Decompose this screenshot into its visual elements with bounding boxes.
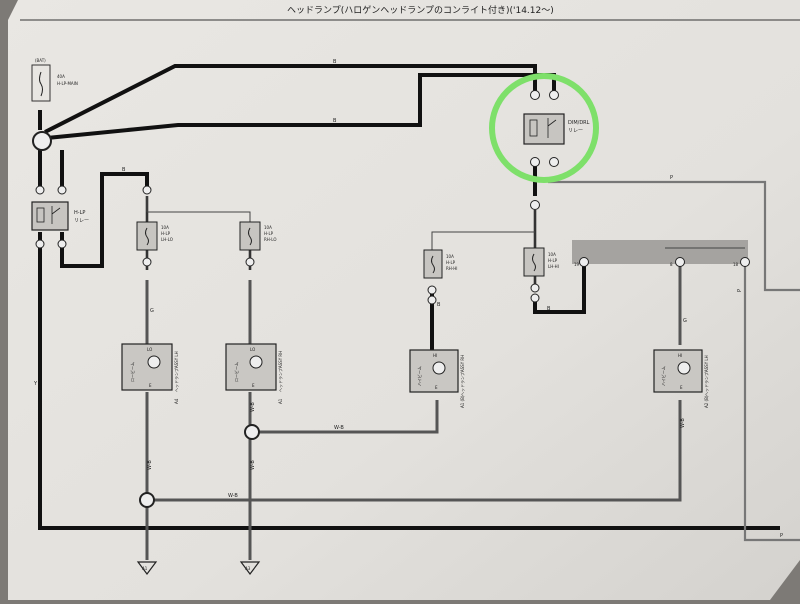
wire-label: W-B: [147, 460, 153, 470]
highlight-circle: [489, 73, 599, 183]
lamp-rh-lo-pin-top: LO: [250, 347, 255, 352]
fuse-rh-hi-rating: 10A: [446, 254, 454, 259]
lamp-lh-hi-pin-top: HI: [678, 353, 682, 358]
connector-shade: [572, 240, 748, 264]
connector-pin: [530, 200, 540, 210]
lamp-lh-hi-pin-bot: E: [680, 385, 683, 390]
fuse-lh-hi: 10A H-LP LH-HI: [523, 247, 559, 303]
dim-relay-name: DIM/DRL: [568, 120, 590, 126]
lamp-lh-hi-id: A2 (B): [704, 395, 709, 408]
wire-label: B: [333, 59, 337, 65]
main-fuse-rating: 40A: [57, 74, 65, 79]
wire-label: P: [670, 175, 673, 181]
lamp-lh-lo-beam: ロービーム: [129, 362, 135, 382]
connector-pin-18: 18: [733, 262, 739, 267]
lamp-rh-hi-name: ヘッドランプASSY RH: [459, 355, 465, 396]
wire-label: Y: [33, 381, 38, 387]
lamp-rh-lo-id: A1: [278, 398, 283, 404]
main-junction: [32, 131, 52, 151]
lamp-lh-lo-pin-top: LO: [147, 347, 152, 352]
connector-pin-19: 19: [574, 262, 580, 267]
wire-label: B: [122, 167, 126, 173]
wire-label: G: [683, 318, 687, 324]
wire-label: B: [437, 302, 441, 308]
lamp-lh-lo-id: A4: [174, 398, 179, 404]
hlp-relay-sub: リレー: [74, 218, 89, 224]
lamp-lh-hi-beam: ハイビーム: [660, 366, 666, 386]
wire-label: W-B: [680, 418, 686, 428]
main-fuse-name: H-LP-MAIN: [57, 81, 78, 86]
lamp-rh-hi-beam: ハイビーム: [416, 366, 422, 386]
wire-label: B: [333, 118, 337, 124]
fuse-rh-lo-name: H-LP: [264, 231, 274, 236]
dim-drl-relay: DIM/DRL リレー: [523, 90, 590, 167]
wire-label: W-B: [228, 493, 238, 499]
ground-a1-label: A1: [142, 566, 148, 571]
fuse-rh-lo-name2: RH-LO: [264, 237, 276, 242]
wire-label: W-B: [250, 402, 256, 412]
lamp-rh-hi-pin-top: HI: [433, 353, 437, 358]
fuse-lh-lo-name: H-LP: [161, 231, 171, 236]
fuse-rh-hi-name: H-LP: [446, 260, 456, 265]
lamp-lh-lo: LO E ロービーム ヘッドランプASSY LH A4: [121, 343, 179, 404]
lamp-lh-hi-name: ヘッドランプASSY LH: [703, 355, 709, 396]
fuse-lh-lo-rating: 10A: [161, 225, 169, 230]
fuse-rh-lo: 10A H-LP RH-LO: [239, 221, 276, 267]
battery-fuse-block: (BAT) 40A H-LP-MAIN: [31, 58, 78, 102]
wire-label: G: [150, 308, 154, 314]
fuse-lh-hi-name: H-LP: [548, 258, 558, 263]
ground-symbol-a1: A1: [136, 561, 158, 575]
wire-labels: B B B B B G G W-B W-B W-B W-B W-B W-B Y …: [33, 59, 783, 539]
thin-wires: [146, 196, 745, 262]
wire-label: P: [780, 533, 783, 539]
lamp-rh-lo-beam: ロービーム: [233, 362, 239, 382]
ground-junction-rh: [244, 424, 260, 440]
lamp-lh-lo-pin-bot: E: [149, 383, 152, 388]
wire-label: P: [737, 289, 743, 292]
lamp-rh-hi: HI E ハイビーム ヘッドランプASSY RH A1 (B): [409, 349, 465, 408]
ground-symbol-a3: A3: [239, 561, 261, 575]
wire-label: B: [547, 306, 551, 312]
lamp-lh-hi: HI E ハイビーム ヘッドランプASSY LH A2 (B): [653, 349, 709, 408]
lamp-rh-hi-pin-bot: E: [435, 385, 438, 390]
connector-pin-8: 8: [670, 262, 673, 267]
battery-label: (BAT): [35, 58, 46, 63]
ground-a3-label: A3: [245, 566, 251, 571]
lamp-lh-lo-name: ヘッドランプASSY LH: [173, 351, 179, 392]
fuse-lh-lo: 10A H-LP LH-LO: [136, 185, 173, 267]
paper-sheet: [8, 0, 800, 600]
hlp-relay: H-LP リレー: [31, 185, 89, 249]
grey-wires: [145, 262, 682, 560]
fuse-lh-hi-name2: LH-HI: [548, 264, 559, 269]
p-wires: [548, 180, 800, 542]
fuse-rh-lo-rating: 10A: [264, 225, 272, 230]
lamp-rh-lo-pin-bot: E: [252, 383, 255, 388]
fuse-lh-lo-name2: LH-LO: [161, 237, 173, 242]
lamp-rh-lo-name: ヘッドランプASSY RH: [277, 351, 283, 392]
fuse-rh-hi-name2: RH-HI: [446, 266, 457, 271]
lamp-rh-hi-id: A1 (B): [460, 395, 465, 408]
dim-relay-sub: リレー: [568, 128, 583, 134]
hlp-relay-name: H-LP: [74, 210, 85, 216]
connector-bar-pins: 19 8 18: [574, 257, 750, 267]
fuse-rh-hi: 10A H-LP RH-HI: [423, 249, 457, 305]
lamp-rh-lo: LO E ロービーム ヘッドランプASSY RH A1: [225, 343, 283, 404]
page-title: ヘッドランプ(ハロゲンヘッドランプのコンライト付き)('14.12～): [287, 4, 554, 16]
ground-junction-lh: [139, 492, 155, 508]
wire-label: W-B: [250, 460, 256, 470]
wire-label: W-B: [334, 425, 344, 431]
fuse-lh-hi-rating: 10A: [548, 252, 556, 257]
